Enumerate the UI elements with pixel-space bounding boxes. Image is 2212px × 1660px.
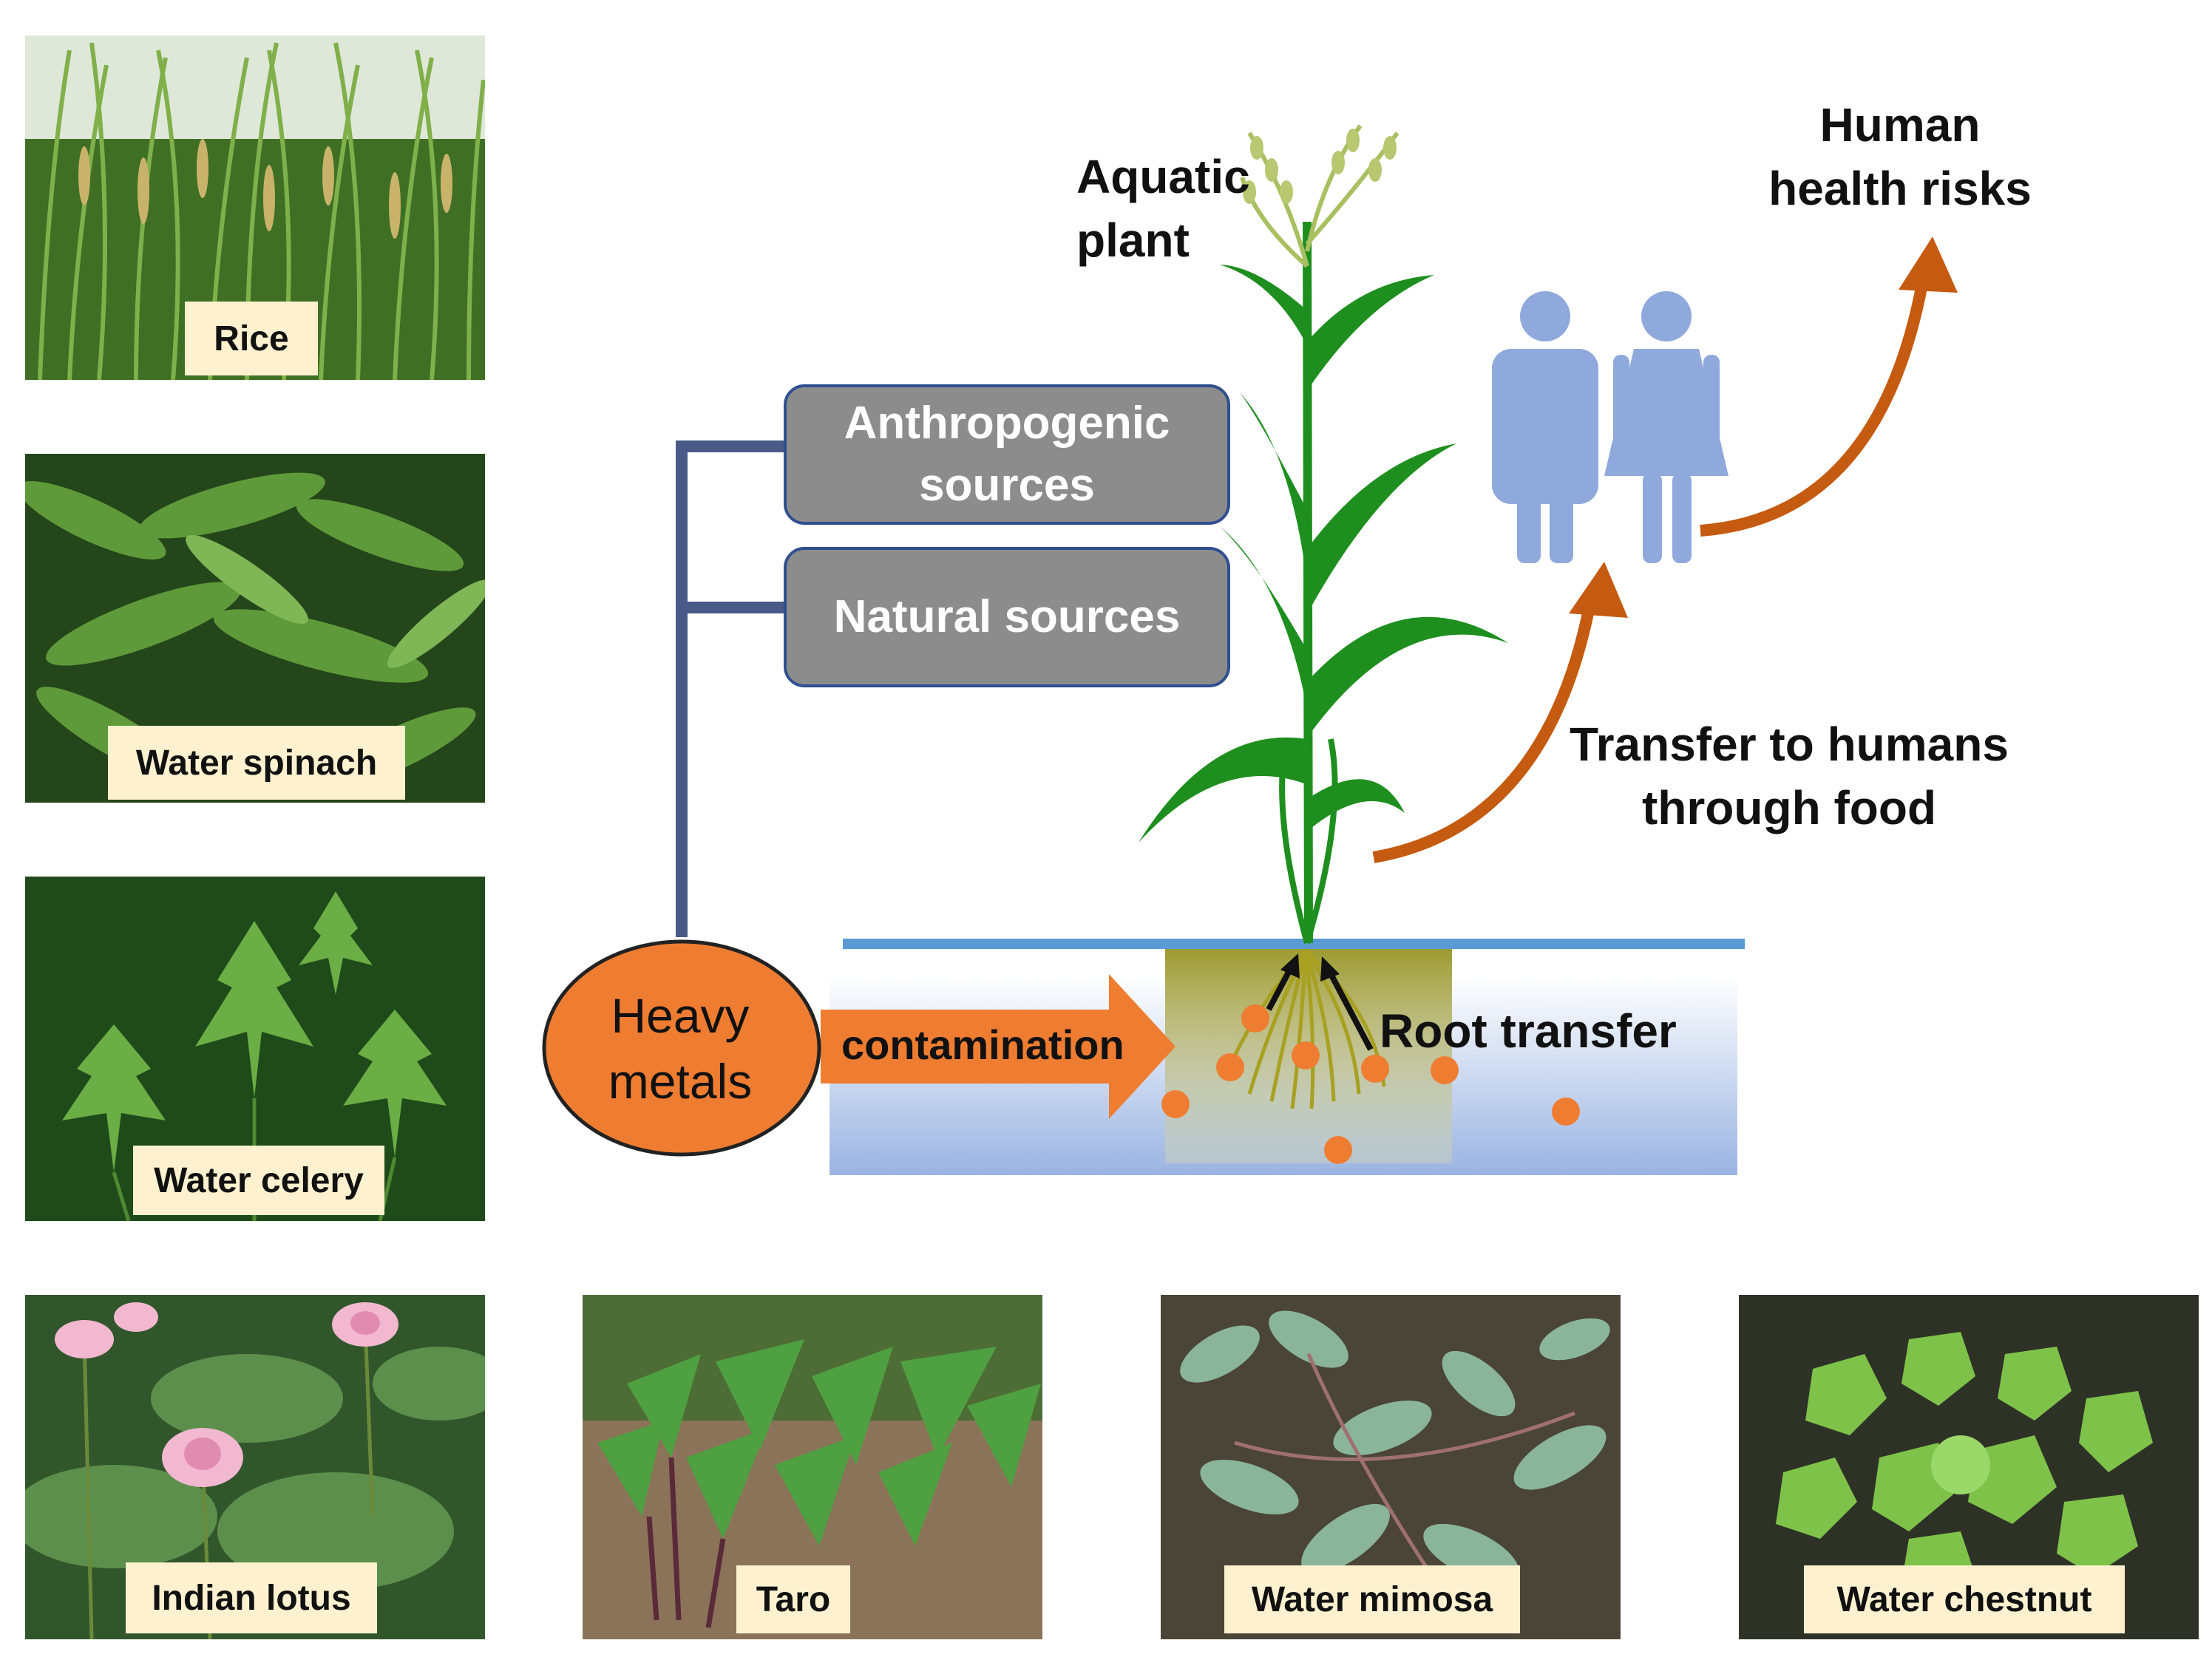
caption-water-celery: Water celery	[133, 1146, 384, 1215]
aquatic-plant-label: Aquatic plant	[1076, 145, 1250, 273]
man-icon	[1492, 291, 1598, 563]
heavy-metals-line1: Heavy	[611, 988, 750, 1043]
heavy-metals-label: Heavy metals	[562, 983, 798, 1115]
plant-leaves	[1139, 265, 1508, 843]
caption-taro: Taro	[736, 1565, 850, 1633]
caption-indian-lotus: Indian lotus	[126, 1562, 377, 1633]
metal-particles	[1161, 1004, 1580, 1164]
taro-illustration	[583, 1295, 1042, 1639]
taro-photo	[583, 1295, 1042, 1639]
rice-illustration	[25, 35, 485, 380]
health-risks-line1: Human	[1819, 98, 1981, 152]
caption-water-mimosa: Water mimosa	[1224, 1565, 1520, 1633]
health-risk-arrow	[1700, 237, 1958, 537]
water-surface-line	[843, 939, 1745, 949]
food-transfer-arrow	[1372, 562, 1628, 863]
anthropogenic-label-line1: Anthropogenic	[844, 398, 1170, 449]
aquatic-plant-line1: Aquatic	[1076, 150, 1250, 203]
root-transfer-arrows	[1266, 953, 1374, 1051]
natural-sources-label: Natural sources	[833, 591, 1181, 643]
root-transfer-label: Root transfer	[1380, 1004, 1677, 1058]
caption-rice: Rice	[185, 302, 318, 375]
transfer-food-line2: through food	[1641, 781, 1937, 835]
caption-water-spinach: Water spinach	[108, 726, 405, 800]
plant-seeds	[1243, 129, 1397, 204]
contamination-label: contamination	[841, 1021, 1124, 1068]
anthropogenic-sources-box: Anthropogenic sources	[784, 384, 1230, 525]
rice-photo	[25, 35, 485, 380]
anthropogenic-label-line2: sources	[919, 460, 1095, 511]
heavy-metals-ellipse	[542, 939, 821, 1157]
heavy-metals-line2: metals	[608, 1054, 753, 1109]
transfer-food-line1: Transfer to humans	[1570, 718, 2009, 771]
health-risks-line2: health risks	[1768, 162, 2032, 216]
source-connector	[676, 440, 785, 937]
caption-water-chestnut: Water chestnut	[1804, 1565, 2125, 1633]
transfer-food-label: Transfer to humans through food	[1545, 712, 2033, 840]
contamination-arrow	[821, 974, 1175, 1119]
natural-sources-box: Natural sources	[784, 547, 1230, 687]
health-risks-label: Human health risks	[1723, 93, 2077, 221]
woman-icon	[1604, 291, 1728, 563]
plant-panicle	[1240, 124, 1400, 268]
aquatic-plant-line2: plant	[1076, 214, 1190, 268]
